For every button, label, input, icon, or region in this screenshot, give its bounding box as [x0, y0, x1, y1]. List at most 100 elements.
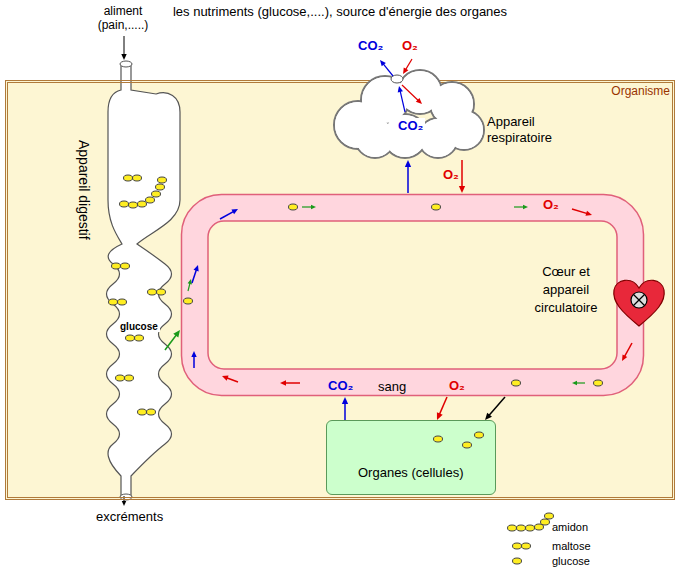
connector [405, 160, 411, 193]
glucose-unit [526, 525, 535, 531]
glucose-unit [463, 442, 472, 448]
organism-ground [5, 80, 675, 500]
arrow-head [572, 381, 577, 386]
node-label: Appareil respiratoire [487, 114, 575, 146]
glucose-unit [158, 177, 167, 183]
glucose-unit [116, 375, 125, 381]
label: O₂ [402, 38, 418, 53]
glucose-unit [475, 432, 484, 438]
glucose-unit [156, 184, 165, 190]
arrow-head [585, 211, 592, 216]
glucose-unit [434, 436, 443, 442]
glucose-unit [513, 558, 522, 564]
arrow-shaft [165, 334, 177, 350]
glucose-unit [541, 519, 550, 525]
arrow-head [173, 330, 180, 337]
glucose-unit [157, 289, 166, 295]
arrow-head [191, 351, 196, 357]
arrow-shaft [302, 206, 312, 207]
arrow-shaft [220, 211, 234, 219]
edge-label: O₂ [441, 167, 461, 182]
edge-label: O₂ [447, 378, 467, 393]
label: CO₂ [358, 38, 383, 53]
title: les nutriments (glucose,....), source d'… [150, 4, 530, 19]
legend-label: glucose [552, 555, 590, 567]
arrow-head [437, 412, 443, 420]
blood-loop: sangCœur et appareil circulatoire [180, 193, 645, 397]
label: O₂ [541, 197, 561, 212]
edge-label: CO₂ [326, 378, 355, 393]
glucose-unit [512, 380, 521, 386]
glucose-unit [120, 201, 129, 207]
arrow-shaft [405, 59, 412, 70]
flow-arrow [222, 376, 238, 382]
organs-box-shape [327, 421, 497, 496]
flow-arrow [280, 380, 300, 385]
flow-arrow [398, 86, 405, 112]
food-arrow [121, 36, 126, 60]
flow-arrow [192, 265, 199, 283]
edge-label: glucose [118, 321, 160, 332]
glucose-unit [121, 263, 130, 269]
arrow-head [222, 376, 229, 381]
glucose-unit [133, 175, 142, 181]
glucose-unit [112, 263, 121, 269]
connector [342, 397, 348, 420]
arrow-head [416, 98, 422, 104]
arrow-shaft [188, 283, 190, 291]
glucose-unit [118, 299, 127, 305]
flow-arrow [188, 279, 192, 291]
glucose-unit [124, 175, 133, 181]
flow-arrow [402, 85, 422, 104]
arrow-head [459, 186, 465, 193]
glucose-unit [517, 525, 526, 531]
arrow-head [280, 380, 286, 385]
glucose-unit [522, 543, 531, 549]
node-label: Organisme [588, 84, 670, 98]
flow-arrow [403, 59, 412, 74]
heart-shape [614, 280, 665, 326]
glucose-unit [148, 289, 157, 295]
arrow-shaft [344, 403, 346, 420]
arrow-head [398, 86, 403, 92]
connector [437, 397, 447, 420]
legend-label: maltose [552, 540, 591, 552]
glucose-unit [125, 375, 134, 381]
arrow-head [231, 209, 238, 214]
mouth-opening [120, 61, 132, 67]
airway [391, 75, 403, 83]
node-label: sang [378, 379, 406, 394]
arrow-shaft [400, 91, 405, 112]
arrow-head [342, 397, 348, 404]
arrow-shaft [407, 166, 409, 193]
flow-arrow [220, 209, 238, 219]
flow-arrow [572, 209, 592, 216]
digestive-tract-outline [107, 64, 181, 497]
node-label: Appareil digestif [76, 140, 92, 240]
arrow-head [188, 279, 192, 284]
arrow-shaft [514, 206, 524, 207]
arrow-head [311, 205, 316, 210]
arrow-shaft [193, 356, 195, 368]
glucose-unit [129, 202, 138, 208]
edge-label: CO₂ [396, 118, 425, 133]
digestive-system: Appareil digestif [68, 86, 165, 496]
arrow-shaft [576, 382, 585, 383]
respiratory-system: Appareil respiratoire [330, 70, 575, 160]
glucose-unit [513, 543, 522, 549]
arrow-shaft [192, 270, 196, 283]
flow-arrow [380, 60, 393, 76]
organs-box: Organes (cellules) [326, 420, 496, 495]
pump-cross [634, 295, 645, 306]
blood-band-inner [208, 221, 617, 369]
flow-arrow [191, 351, 196, 368]
arrow-shaft [461, 160, 463, 187]
pump-cross [634, 295, 645, 306]
connector [485, 397, 505, 420]
glucose-unit [508, 525, 517, 531]
legend-label: amidon [552, 521, 588, 533]
glucose-unit [126, 335, 135, 341]
arrow-head [485, 413, 492, 420]
heart: Cœur et appareil circulatoire [520, 262, 668, 336]
glucose-unit [146, 197, 155, 203]
